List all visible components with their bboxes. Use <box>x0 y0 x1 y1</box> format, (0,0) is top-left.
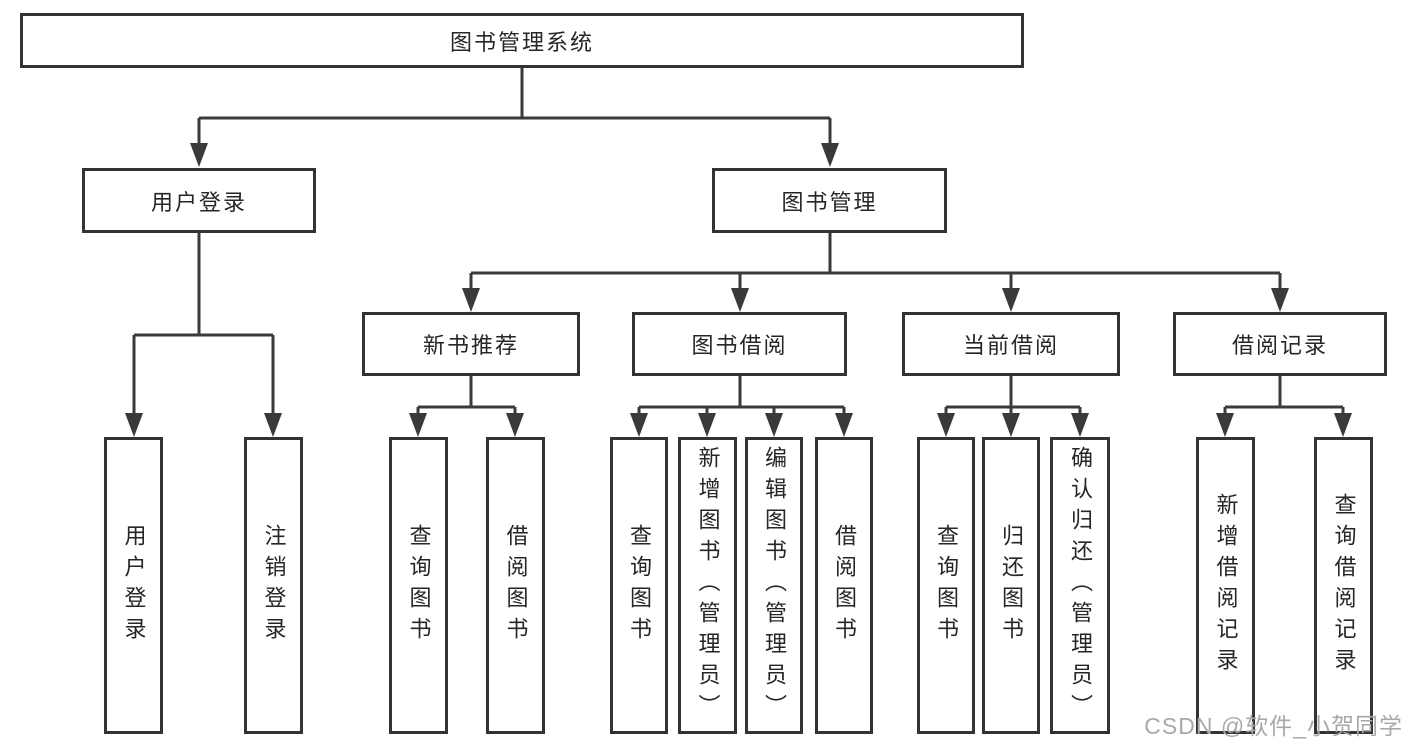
leaf-current-query-books: 查询图书 <box>917 437 975 734</box>
watermark: CSDN @软件_小贺同学 <box>1144 713 1403 739</box>
node-book-borrow: 图书借阅 <box>632 312 847 376</box>
leaf-records-query-record: 查询借阅记录 <box>1314 437 1373 734</box>
leaf-borrow-edit-books-label: 编辑图书（管理员） <box>762 446 787 725</box>
leaf-current-confirm-return: 确认归还（管理员） <box>1050 437 1110 734</box>
node-current-borrow: 当前借阅 <box>902 312 1120 376</box>
node-book-management: 图书管理 <box>712 168 947 233</box>
node-current-borrow-label: 当前借阅 <box>962 333 1059 358</box>
leaf-current-return-books-label: 归还图书 <box>999 523 1024 648</box>
leaf-recommend-borrow-books: 借阅图书 <box>486 437 545 734</box>
leaf-borrow-query-books-label: 查询图书 <box>627 523 652 648</box>
leaf-current-query-books-label: 查询图书 <box>934 523 959 648</box>
leaf-user-login-label: 用户登录 <box>121 523 147 648</box>
leaf-borrow-query-books: 查询图书 <box>610 437 668 734</box>
leaf-user-login: 用户登录 <box>104 437 163 734</box>
node-new-book-recommend-label: 新书推荐 <box>422 333 519 358</box>
leaf-recommend-query-books-label: 查询图书 <box>406 523 432 648</box>
node-user-login: 用户登录 <box>82 168 316 233</box>
node-new-book-recommend: 新书推荐 <box>362 312 580 376</box>
leaf-records-add-record-label: 新增借阅记录 <box>1213 492 1239 679</box>
leaf-borrow-add-books-label: 新增图书（管理员） <box>695 446 721 725</box>
node-root: 图书管理系统 <box>20 13 1024 68</box>
leaf-records-query-record-label: 查询借阅记录 <box>1331 492 1357 679</box>
leaf-recommend-borrow-books-label: 借阅图书 <box>503 523 529 648</box>
leaf-borrow-add-books: 新增图书（管理员） <box>678 437 737 734</box>
node-borrow-records-label: 借阅记录 <box>1231 333 1328 358</box>
leaf-borrow-borrow-books: 借阅图书 <box>815 437 873 734</box>
leaf-current-confirm-return-label: 确认归还（管理员） <box>1068 446 1093 725</box>
node-root-label: 图书管理系统 <box>449 29 594 55</box>
leaf-logout: 注销登录 <box>244 437 303 734</box>
node-user-login-label: 用户登录 <box>150 189 247 215</box>
leaf-borrow-borrow-books-label: 借阅图书 <box>832 523 857 648</box>
leaf-recommend-query-books: 查询图书 <box>389 437 448 734</box>
leaf-borrow-edit-books: 编辑图书（管理员） <box>745 437 803 734</box>
node-book-management-label: 图书管理 <box>781 189 878 215</box>
node-borrow-records: 借阅记录 <box>1173 312 1387 376</box>
leaf-current-return-books: 归还图书 <box>982 437 1040 734</box>
leaf-records-add-record: 新增借阅记录 <box>1196 437 1255 734</box>
leaf-logout-label: 注销登录 <box>261 523 287 648</box>
node-book-borrow-label: 图书借阅 <box>691 333 788 358</box>
